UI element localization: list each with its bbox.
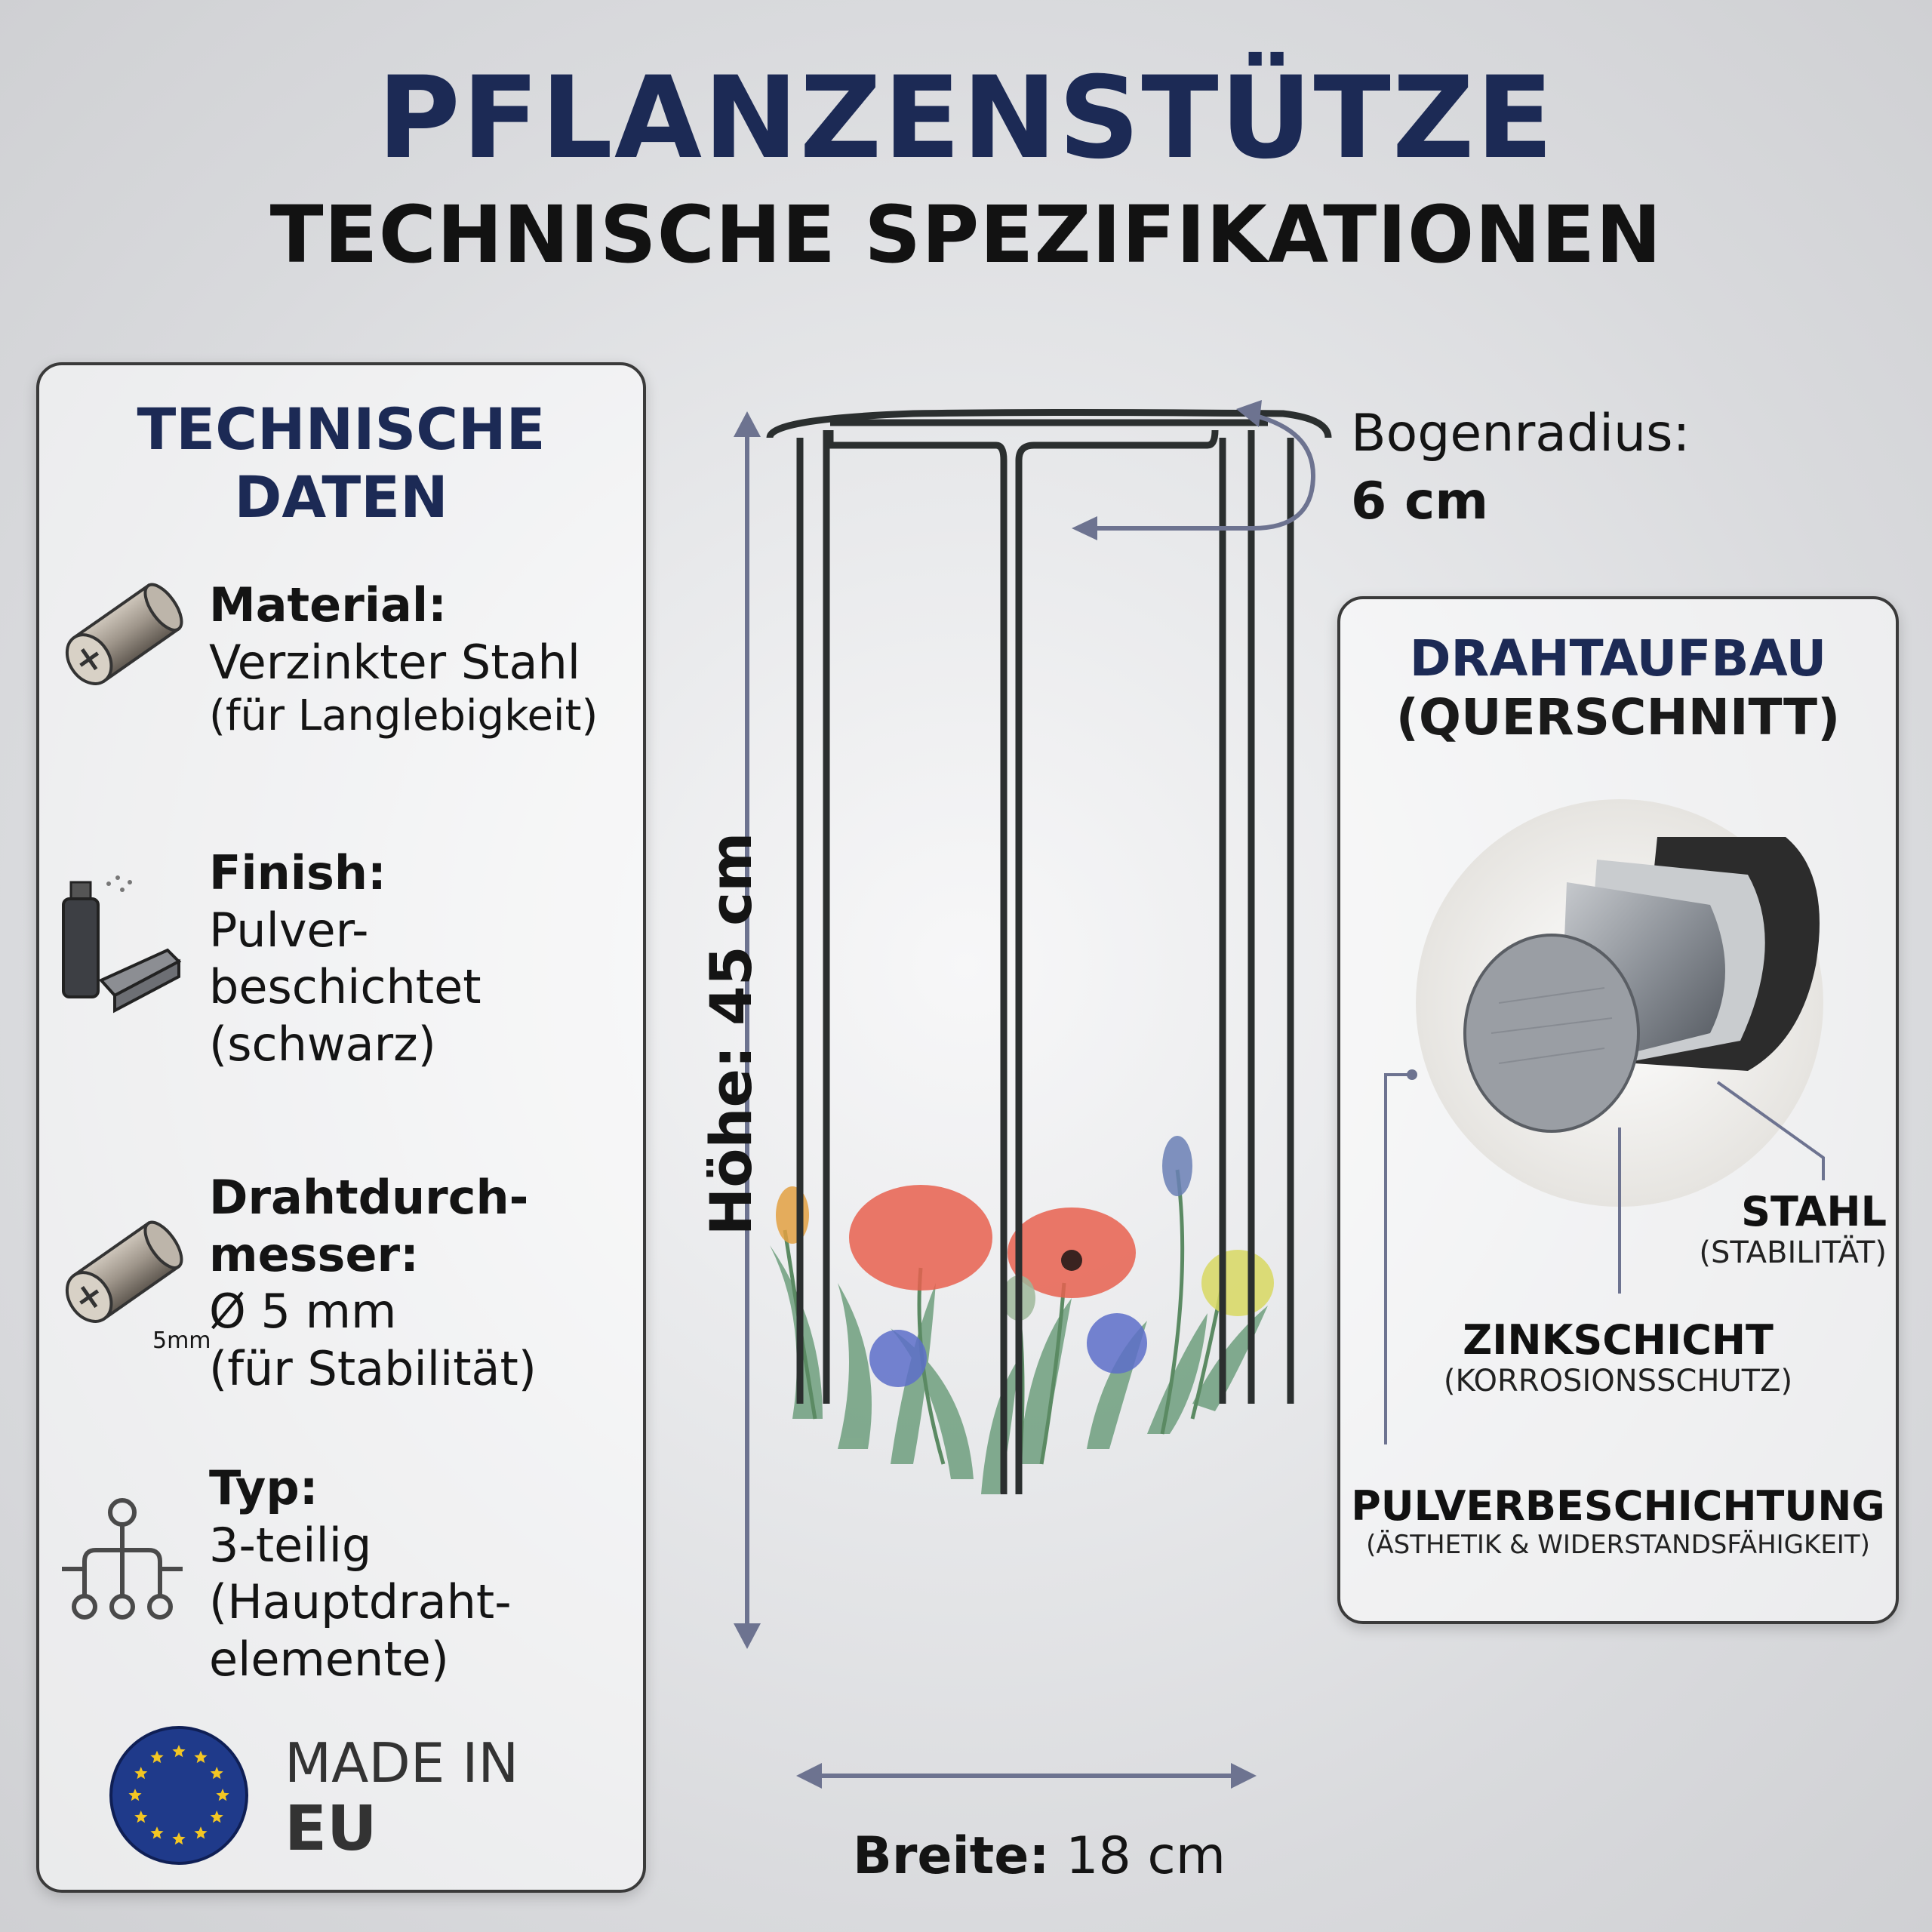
eu-star (210, 1767, 223, 1780)
wire-diameter-value: Ø 5 mm (209, 1284, 397, 1340)
type-label: Typ: (209, 1460, 318, 1515)
eu-star (134, 1767, 148, 1780)
technical-data-card: TECHNISCHE DATEN Material (36, 362, 646, 1893)
three-prong-icon (54, 1490, 190, 1629)
radius-value: 6 cm (1351, 472, 1489, 531)
layer-powder-coating: PULVERBESCHICHTUNG (ÄSTHETIK & WIDERSTAN… (1351, 1482, 1885, 1560)
width-label: Breite: 18 cm (853, 1826, 1226, 1886)
wire-frame (766, 409, 1332, 1494)
width-arrow (796, 1763, 1257, 1789)
page-subtitle: TECHNISCHE SPEZIFIKATIONEN (269, 189, 1663, 281)
material-note: (für Langlebigkeit) (209, 691, 598, 741)
eu-star (210, 1810, 223, 1823)
wire-cross-section-icon: 5mm (54, 1214, 211, 1354)
technical-data-heading: TECHNISCHE DATEN (137, 395, 546, 531)
finish-note: (schwarz) (209, 1016, 436, 1072)
wildflower-illustration (770, 1136, 1274, 1494)
height-label: Höhe: 45 cm (697, 832, 764, 1236)
page-title: PFLANZENSTÜTZE (377, 53, 1555, 184)
eu-star (128, 1789, 142, 1801)
wire-diameter-note: (für Stabilität) (209, 1340, 537, 1396)
eu-star (172, 1745, 186, 1758)
radius-label: Bogenradius: (1351, 404, 1690, 463)
eu-star (150, 1750, 164, 1764)
steel-tube-icon (54, 577, 190, 708)
wire-structure-card: DRAHTAUFBAU (QUERSCHNITT) STAHL (1337, 596, 1899, 1624)
wire-diameter-label-2: messer: (209, 1226, 419, 1282)
type-value: 3-teilig (209, 1517, 372, 1573)
eu-star (216, 1789, 229, 1801)
made-in-text: MADE IN (285, 1731, 519, 1795)
type-note-2: elemente) (209, 1631, 449, 1687)
eu-star (172, 1832, 186, 1845)
wire-icon-caption: 5mm (152, 1327, 211, 1354)
spray-can-icon (54, 867, 190, 1021)
eu-text: EU (285, 1793, 377, 1865)
material-label: Material: (209, 577, 447, 632)
made-in-eu: MADE IN EU (107, 1724, 635, 1875)
wire-diameter-label-1: Drahtdurch- (209, 1170, 529, 1225)
eu-star (194, 1826, 208, 1839)
finish-label: Finish: (209, 845, 386, 900)
eu-flag-icon (107, 1724, 251, 1870)
eu-star (134, 1810, 148, 1823)
eu-star (150, 1826, 164, 1839)
layer-steel: STAHL (STABILITÄT) (1699, 1188, 1887, 1270)
finish-value-2: beschichtet (209, 959, 481, 1015)
layer-leader-lines (1384, 1069, 1825, 1444)
wire-structure-heading: DRAHTAUFBAU (QUERSCHNITT) (1395, 629, 1841, 746)
type-note-1: (Hauptdraht- (209, 1574, 512, 1630)
height-arrow (734, 411, 761, 1649)
radius-arrow (1072, 400, 1316, 540)
plant-support-illustration (766, 409, 1332, 1494)
wire-cross-section-image (1416, 799, 1823, 1207)
finish-value-1: Pulver- (209, 902, 369, 958)
material-value: Verzinkter Stahl (209, 634, 581, 690)
layer-zinc: ZINKSCHICHT (KORROSIONSSCHUTZ) (1443, 1316, 1793, 1398)
eu-star (194, 1750, 208, 1764)
